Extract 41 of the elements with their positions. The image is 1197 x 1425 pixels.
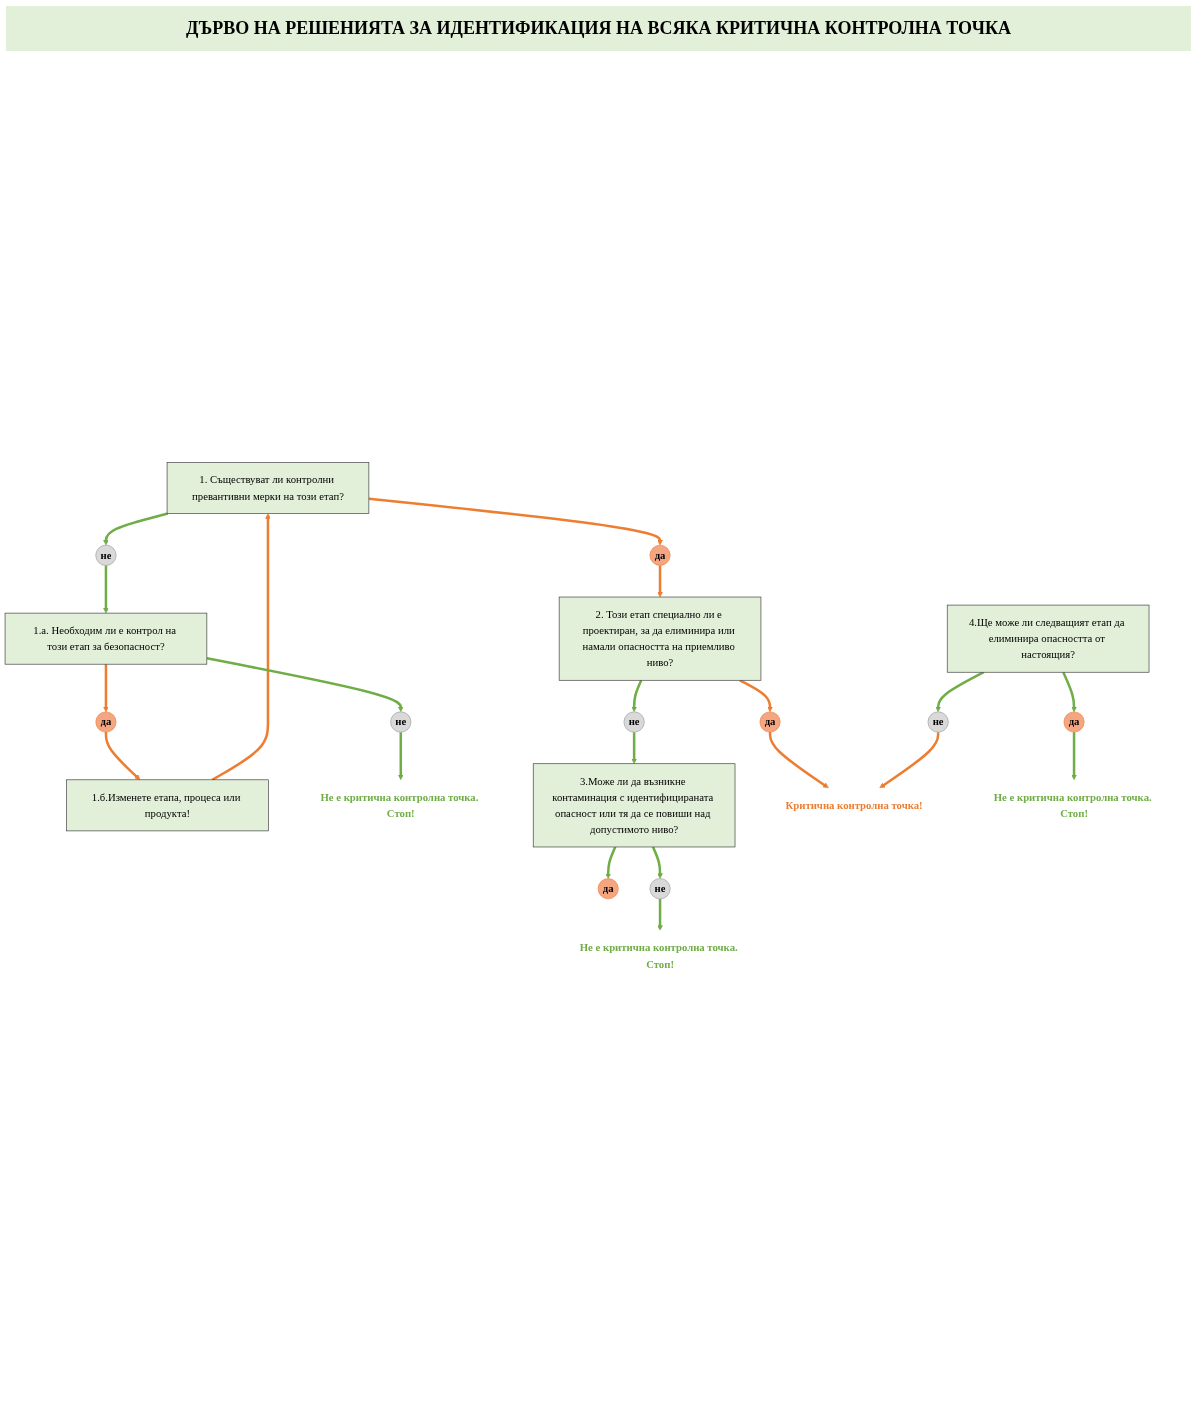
node-box: 3.Може ли да възникне контаминация с идентифицираната опасност или тя да се повиши над допустимото ниво?	[532, 763, 736, 848]
node-circle: не	[927, 711, 949, 733]
node-box: 1. Съществуват ли контролни превантивни мерки на този етап?	[166, 462, 370, 514]
node-circle: не	[390, 711, 412, 733]
arrow	[368, 497, 663, 546]
arrow	[768, 732, 829, 789]
arrow	[103, 565, 109, 614]
arrow	[739, 679, 773, 713]
arrow	[211, 513, 271, 781]
node-box: 2. Този етап специално ли е проектиран, за да елиминира или намали опасността на приемливо ниво?	[558, 596, 762, 681]
arrow	[206, 657, 404, 713]
node-box: 1.а. Необходим ли е контрол на този етап за безопасност?	[4, 612, 208, 665]
node-box: 1.б.Изменете етапа, процеса или продукта!	[66, 779, 269, 832]
arrow	[103, 512, 169, 546]
node-circle: да	[649, 544, 671, 566]
node-text: Не е критична контролна точка. Стоп!	[320, 791, 479, 820]
arrow	[935, 671, 985, 713]
node-box: 4.Ще може ли следващият етап да елиминира опасността от настоящия?	[946, 604, 1150, 673]
node-circle: да	[95, 711, 117, 733]
node-circle: да	[1063, 711, 1085, 733]
arrow	[398, 732, 404, 781]
arrow	[631, 679, 643, 713]
diagram-title: ДЪРВО НА РЕШЕНИЯТА ЗА ИДЕНТИФИКАЦИЯ НА ВСЯКА КРИТИЧНА КОНТРОЛНА ТОЧКА	[6, 6, 1191, 51]
arrow	[605, 846, 617, 879]
node-text: Не е критична контролна точка. Стоп!	[993, 791, 1152, 820]
node-circle: не	[95, 544, 117, 566]
node-circle: не	[623, 711, 645, 733]
arrow	[103, 664, 109, 713]
arrow	[651, 846, 663, 879]
arrow	[631, 732, 637, 764]
arrow	[104, 732, 141, 781]
arrow	[1071, 732, 1077, 781]
node-circle: да	[597, 878, 619, 900]
arrow	[1062, 671, 1077, 713]
arrow	[657, 898, 663, 931]
arrow	[657, 565, 663, 598]
node-text: Не е критична контролна точка. Стоп!	[579, 941, 738, 970]
node-circle: да	[759, 711, 781, 733]
node-text: Критична контролна точка!	[785, 799, 923, 812]
arrow	[879, 732, 940, 789]
node-circle: не	[649, 878, 671, 900]
